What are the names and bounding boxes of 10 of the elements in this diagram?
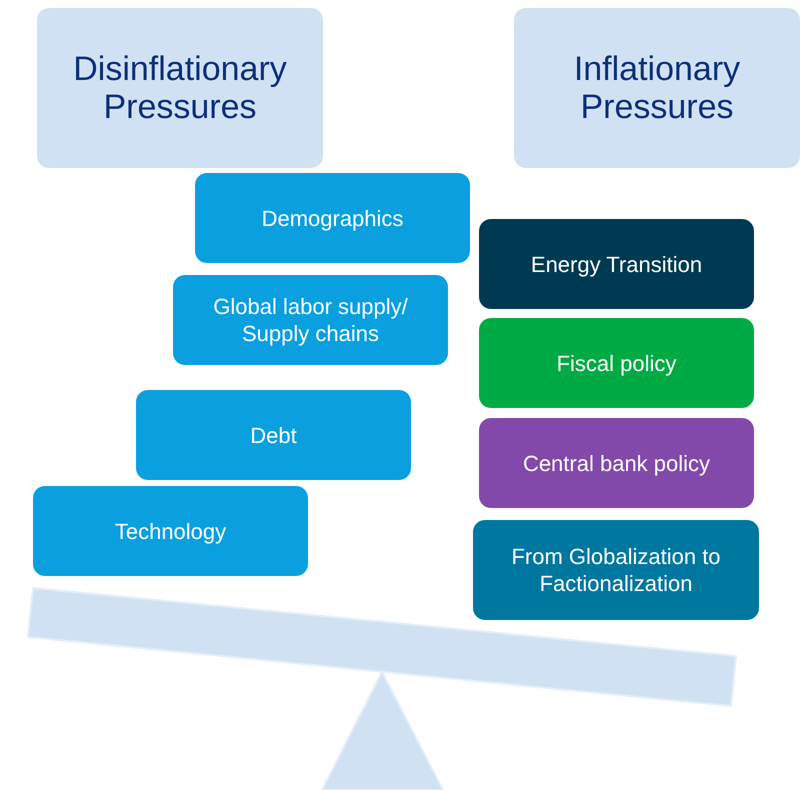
factor-box: Fiscal policy <box>479 318 754 408</box>
factor-box: Debt <box>136 390 411 480</box>
factor-box: From Globalization to Factionalization <box>473 520 759 620</box>
factor-box: Global labor supply/ Supply chains <box>173 275 448 365</box>
factor-box: Central bank policy <box>479 418 754 508</box>
heading-box: Inflationary Pressures <box>514 8 800 168</box>
heading-box: Disinflationary Pressures <box>37 8 323 168</box>
factor-box: Energy Transition <box>479 219 754 309</box>
factor-box: Technology <box>33 486 308 576</box>
factor-box: Demographics <box>195 173 470 263</box>
